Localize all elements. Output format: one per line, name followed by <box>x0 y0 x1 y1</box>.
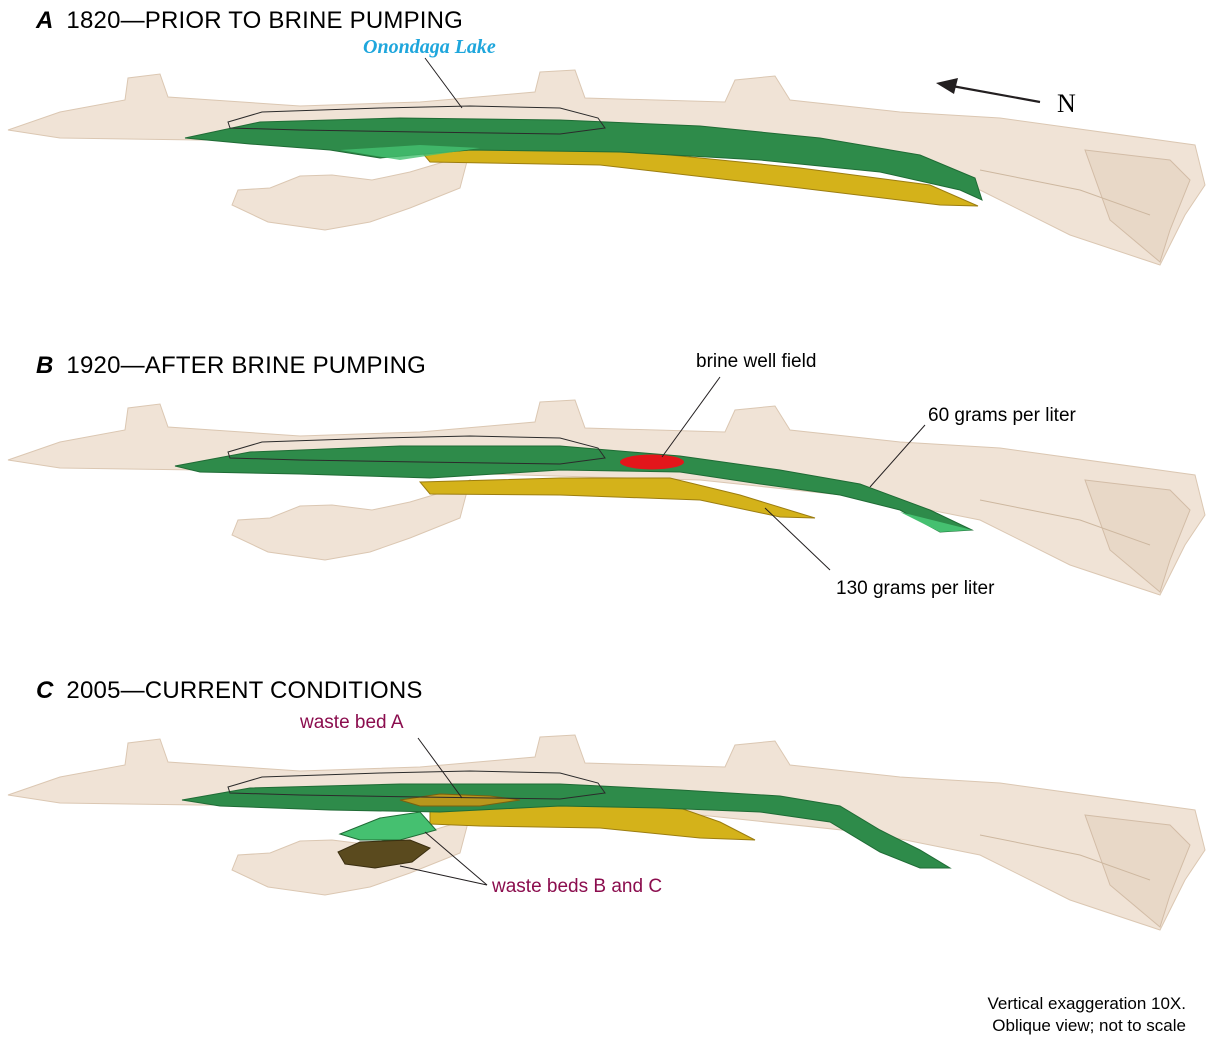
brine-well-field-marker <box>620 455 684 470</box>
north-label: N <box>1057 89 1076 118</box>
panel-c-aquifer-block <box>8 735 1205 930</box>
panel-c-title: C 2005—CURRENT CONDITIONS <box>36 677 423 704</box>
panel-c-title-text: 2005—CURRENT CONDITIONS <box>66 677 422 704</box>
panel-a-title-text: 1820—PRIOR TO BRINE PUMPING <box>66 7 463 34</box>
panel-b-letter: B <box>36 352 54 379</box>
panel-a: A 1820—PRIOR TO BRINE PUMPING Onondaga L… <box>8 7 1205 265</box>
panel-a-title: A 1820—PRIOR TO BRINE PUMPING <box>35 7 463 34</box>
panel-c: C 2005—CURRENT CONDITIONS waste bed A wa… <box>8 677 1205 930</box>
panel-b-title: B 1920—AFTER BRINE PUMPING <box>36 352 426 379</box>
waste-bed-a-label: waste bed A <box>299 712 404 733</box>
waste-beds-b-and-c-label: waste beds B and C <box>491 876 662 897</box>
panel-b-aquifer-block <box>8 400 1205 595</box>
panel-b-title-text: 1920—AFTER BRINE PUMPING <box>66 352 426 379</box>
panel-a-letter: A <box>35 7 54 34</box>
vertical-exaggeration-note: Vertical exaggeration 10X. <box>988 994 1186 1013</box>
north-arrow-icon <box>936 78 1040 102</box>
panel-b: B 1920—AFTER BRINE PUMPING brine well fi… <box>8 351 1205 599</box>
waste-bed-b-leader <box>400 866 487 885</box>
oblique-view-note: Oblique view; not to scale <box>992 1016 1186 1035</box>
60-grams-per-liter-label: 60 grams per liter <box>928 405 1077 426</box>
130-grams-per-liter-label: 130 grams per liter <box>836 578 995 599</box>
onondaga-lake-label: Onondaga Lake <box>363 36 496 58</box>
panel-c-letter: C <box>36 677 54 704</box>
brine-well-field-label: brine well field <box>696 351 816 372</box>
